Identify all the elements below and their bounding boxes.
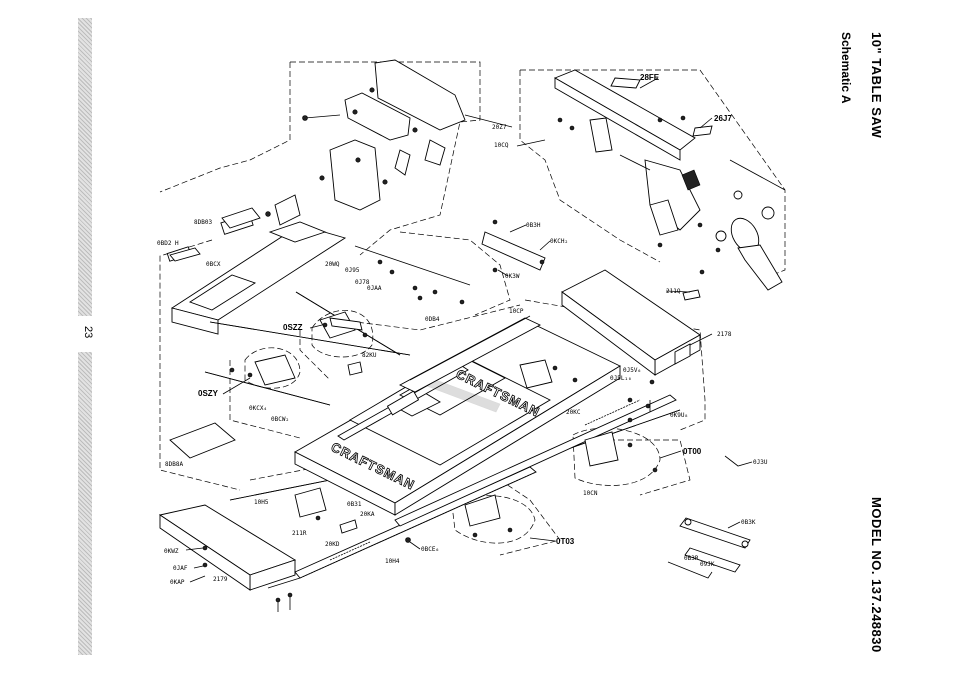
- label-20ka: 20KA: [360, 511, 375, 518]
- leader-lines: [185, 77, 741, 583]
- front-rails: [294, 394, 677, 579]
- label-0t03: 0T03: [556, 537, 575, 546]
- label-0bd2: 0BD2 H: [157, 240, 179, 247]
- label-0kwz: 0KWZ: [164, 548, 179, 555]
- label-0bcx: 0BCX: [206, 261, 221, 268]
- label-0jaa: 0JAA: [367, 285, 382, 292]
- label-0j78: 0J78: [355, 279, 370, 286]
- label-8db8a: 8DB8A: [165, 461, 183, 468]
- label-8db03: 8DB03: [194, 219, 212, 226]
- label-0t00: 0T00: [683, 447, 702, 456]
- label-0j5l: 0J5L₁₀: [610, 375, 632, 382]
- left-extension-wing: [158, 504, 301, 591]
- part-labels: 28FE 26J7 20Z7 10CQ 8DB03 0BD2 H 0BCX 0B…: [157, 73, 768, 586]
- label-0k9u: 0K9U₈: [670, 412, 688, 419]
- rear-rail: [398, 315, 542, 393]
- miscellaneous-parts: [169, 207, 753, 579]
- label-0j3u: 0J3U: [753, 459, 768, 466]
- label-10cp: 10CP: [509, 308, 524, 315]
- label-26j7: 26J7: [714, 114, 732, 123]
- label-0b3r: 0B3R: [684, 555, 699, 562]
- label-0szz: 0SZZ: [283, 323, 303, 332]
- label-0j95: 0J95: [345, 267, 360, 274]
- label-20kc: 20KC: [566, 409, 581, 416]
- label-0jaf: 0JAF: [173, 565, 188, 572]
- label-10cn: 10CN: [583, 490, 598, 497]
- label-211r: 211R: [292, 530, 307, 537]
- label-10h5: 10H5: [254, 499, 269, 506]
- right-extension-wing: [561, 269, 701, 376]
- label-10h4: 10H4: [385, 558, 400, 565]
- bracket-0b3h: [481, 219, 546, 273]
- label-0b3h: 0B3H: [526, 222, 541, 229]
- label-0kcx: 0KCX₄: [249, 405, 267, 412]
- label-0kap: 0KAP: [170, 579, 185, 586]
- label-0k3w: 0K3W: [505, 273, 520, 280]
- label-0bcw: 0BCW₂: [271, 416, 289, 423]
- label-20wq: 20WQ: [325, 261, 340, 268]
- rear-bracket-assembly: [553, 69, 786, 291]
- clamp-assemblies: [229, 311, 658, 538]
- label-20kd: 20KD: [325, 541, 340, 548]
- rear-guide-rail: [166, 213, 347, 335]
- label-0szy: 0SZY: [198, 389, 219, 398]
- main-table-top: [294, 319, 621, 516]
- label-2179: 2179: [213, 576, 228, 583]
- label-10cq: 10CQ: [494, 142, 509, 149]
- hardware-screws: [202, 400, 651, 612]
- label-0bce: 0BCE₆: [421, 546, 439, 553]
- label-0b3k: 0B3K: [741, 519, 756, 526]
- label-82ku: 82KU: [362, 352, 377, 359]
- rip-fence-head-assembly: [265, 59, 466, 226]
- label-2178: 2178: [717, 331, 732, 338]
- label-0kch: 0KCH₂: [550, 238, 568, 245]
- label-0b31: 0B31: [347, 501, 362, 508]
- label-28fe: 28FE: [640, 73, 660, 82]
- label-09jk: 09JK: [700, 561, 715, 568]
- label-0j5v: 0J5V₆: [623, 367, 641, 374]
- label-20z7: 20Z7: [492, 124, 507, 131]
- label-0db4: 0DB4: [425, 316, 440, 323]
- binding-strip-top: [78, 18, 92, 316]
- binding-strip-bottom: [78, 352, 92, 655]
